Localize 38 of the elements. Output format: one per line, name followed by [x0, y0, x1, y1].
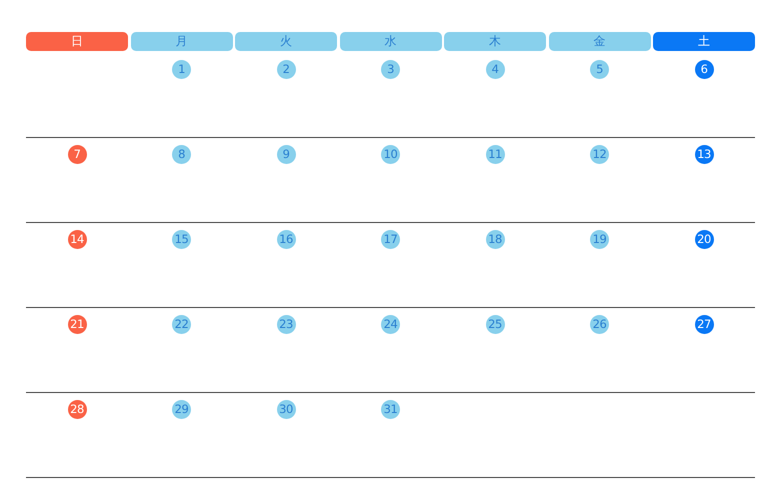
date-circle: 3	[381, 60, 400, 78]
weekday-header: 水	[340, 32, 442, 51]
date-circle: 10	[381, 144, 400, 164]
date-circle: 24	[381, 314, 400, 334]
date-circle: 9	[276, 144, 296, 164]
weekday-header: 木	[444, 32, 546, 51]
date-circle: 8	[172, 144, 191, 164]
date-circle: 4	[486, 60, 504, 78]
weekday-header: 土	[653, 32, 755, 51]
date-circle: 27	[694, 314, 714, 334]
date-circle: 31	[381, 400, 400, 418]
date-circle: 6	[694, 60, 714, 78]
date-circle: 26	[590, 314, 609, 334]
date-circle: 13	[694, 144, 714, 164]
date-circle: 30	[276, 400, 296, 418]
weekday-header: 日	[26, 32, 128, 51]
weekday-header: 金	[548, 32, 650, 51]
date-circle: 22	[172, 314, 191, 334]
date-circle: 2	[276, 60, 296, 78]
date-circle: 18	[486, 230, 504, 248]
date-circle: 28	[68, 400, 86, 418]
date-circle: 16	[276, 230, 296, 248]
date-circle: 15	[172, 230, 191, 248]
weekday-header: 火	[235, 32, 337, 51]
date-circle: 23	[276, 314, 296, 334]
date-circle: 11	[486, 144, 504, 164]
date-circle: 19	[590, 230, 609, 248]
date-circle: 21	[68, 314, 86, 334]
date-circle: 5	[590, 60, 609, 78]
date-circle: 1	[172, 60, 191, 78]
date-circle: 20	[694, 230, 714, 248]
date-circle: 25	[486, 314, 504, 334]
date-circle: 29	[172, 400, 191, 418]
date-circle: 12	[590, 144, 609, 164]
date-circle: 7	[68, 144, 86, 164]
date-circle: 14	[68, 230, 86, 248]
date-circle: 17	[381, 230, 400, 248]
weekday-header: 月	[130, 32, 232, 51]
